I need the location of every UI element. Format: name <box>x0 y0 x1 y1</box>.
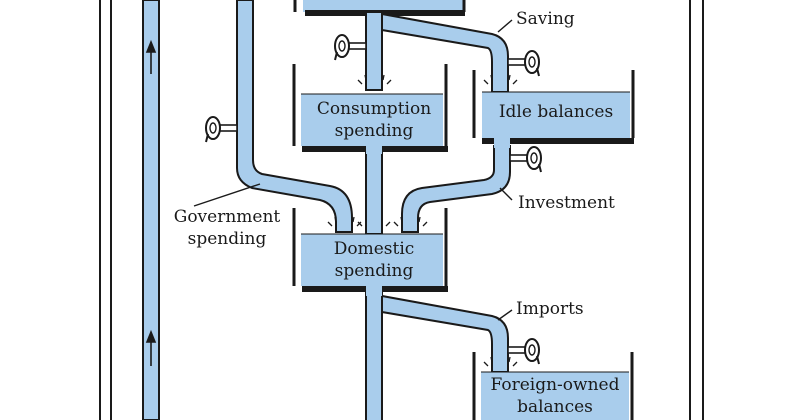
imports-label: Imports <box>516 299 584 319</box>
tank-label: spending <box>335 121 414 141</box>
top-tank <box>293 0 466 16</box>
government-spending-pipe <box>236 0 353 233</box>
consumption-tank: Consumption spending <box>292 64 448 154</box>
splash-marks <box>327 74 518 367</box>
valve-wheel-icon[interactable] <box>205 116 238 143</box>
central-flow-pipe <box>365 11 383 420</box>
government-spending-label: spending <box>188 229 267 249</box>
imports-pipe <box>381 294 509 373</box>
government-spending-label: Government <box>174 207 281 227</box>
idle-balances-tank: Idle balances <box>472 70 635 148</box>
tank-label: spending <box>335 261 414 281</box>
return-pipe <box>142 0 160 420</box>
investment-label: Investment <box>518 193 615 213</box>
foreign-owned-tank: Foreign-owned balances <box>472 352 634 420</box>
valve-wheel-icon[interactable] <box>509 146 542 173</box>
flow-arrow-icon <box>145 39 157 74</box>
valve-wheel-icon[interactable] <box>507 338 540 365</box>
valve-wheel-icon[interactable] <box>334 34 367 61</box>
valve-wheel-icon[interactable] <box>507 50 540 77</box>
flow-arrow-icon <box>145 329 157 366</box>
saving-label: Saving <box>516 9 575 29</box>
tank-label: Domestic <box>334 239 415 259</box>
investment-pipe <box>401 145 511 233</box>
outer-frame <box>99 0 704 420</box>
leader-lines <box>193 19 513 321</box>
tank-label: Idle balances <box>499 102 613 122</box>
domestic-spending-tank: Domestic spending <box>292 208 448 296</box>
tank-label: balances <box>517 397 593 417</box>
tank-label: Foreign-owned <box>491 375 620 395</box>
tank-label: Consumption <box>317 99 431 119</box>
